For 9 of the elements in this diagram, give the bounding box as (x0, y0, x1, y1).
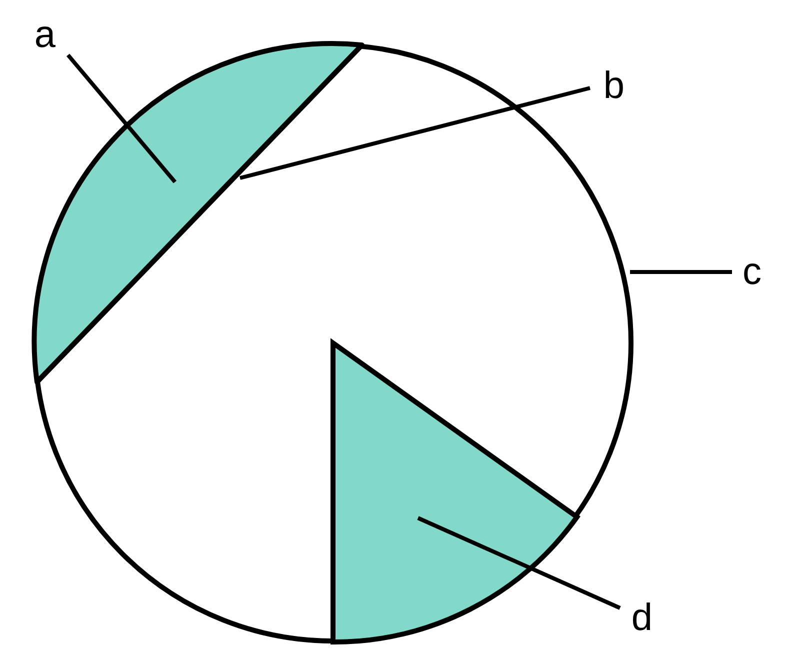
part-label: c (742, 253, 762, 291)
part-label: a (34, 16, 56, 54)
leader-line (240, 86, 590, 180)
leader-line (417, 516, 621, 610)
leader-line (66, 54, 177, 184)
shaded-sector (330, 340, 580, 644)
leader-line (630, 270, 732, 274)
part-label: d (631, 599, 653, 637)
part-label: b (603, 67, 625, 105)
